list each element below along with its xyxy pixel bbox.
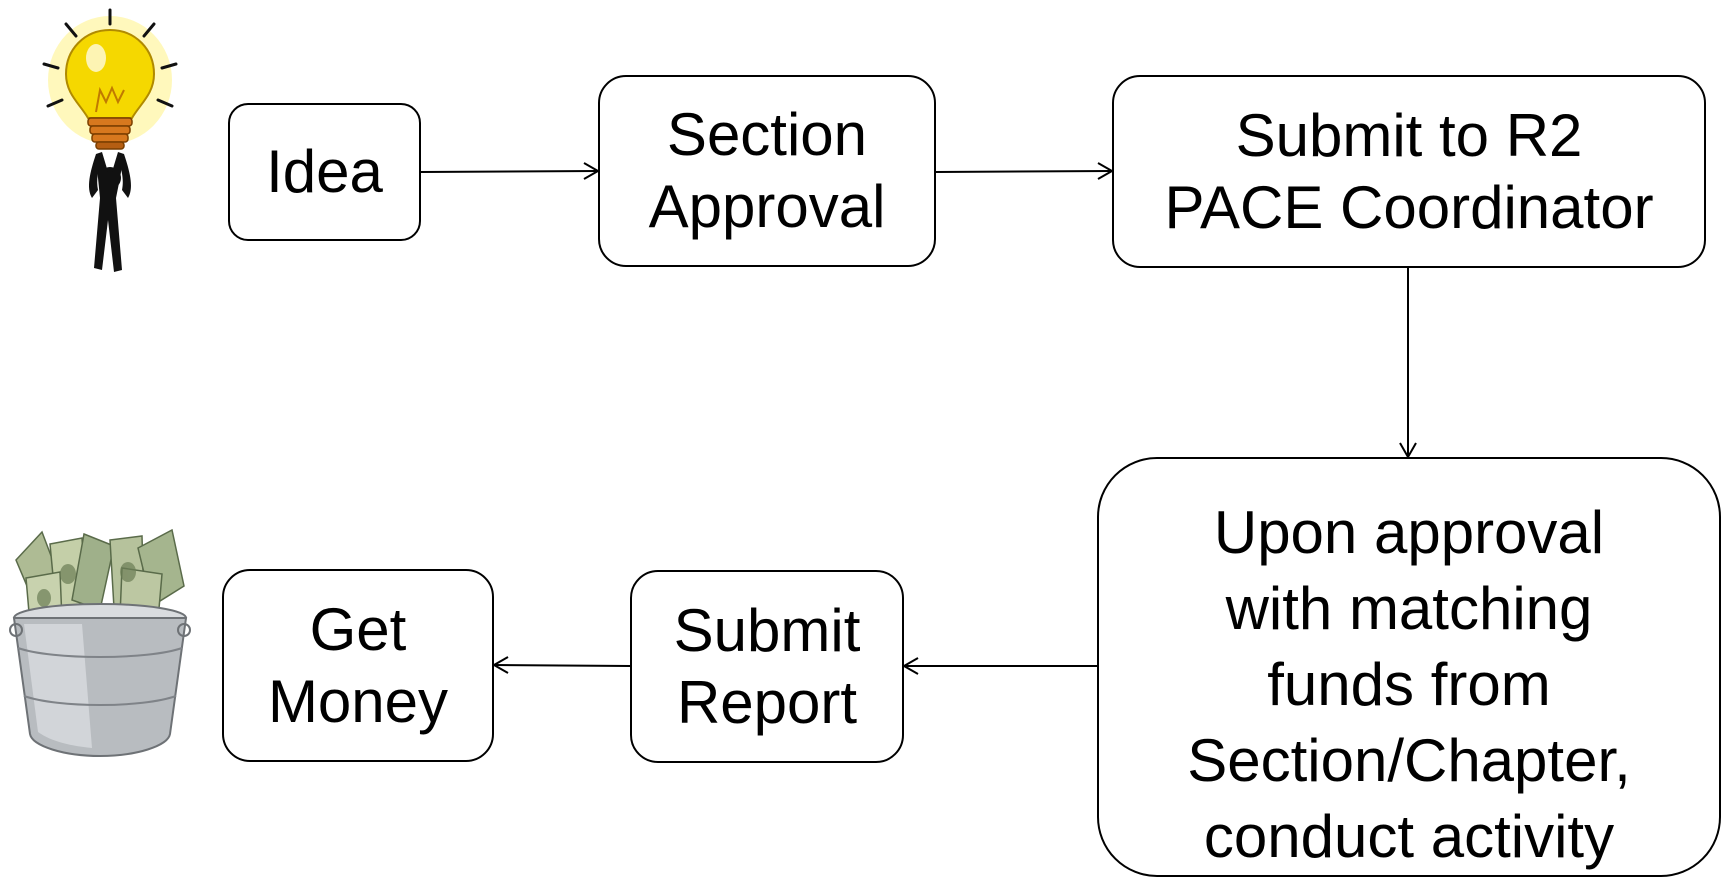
node-section-approval-label: Section Approval <box>649 99 886 243</box>
node-submit-r2-line-2: PACE Coordinator <box>1164 173 1654 241</box>
lightbulb-person-icon <box>42 8 178 272</box>
node-section-approval-line-2: Approval <box>648 173 886 240</box>
node-section-approval: Section Approval <box>598 75 936 267</box>
edge-submit-r2-to-upon-approval <box>1399 268 1417 460</box>
money-bucket-icon <box>9 528 191 758</box>
node-get-money: Get Money <box>222 569 494 762</box>
node-upon-approval-line-2: with matching <box>1225 575 1593 642</box>
node-upon-approval-line-4: Section/Chapter, <box>1187 727 1631 794</box>
node-upon-approval-line-1: Upon approval <box>1213 499 1605 566</box>
edge-submit-report-to-get-money <box>491 656 631 674</box>
node-idea-label: Idea <box>266 136 383 208</box>
node-get-money-label: Get Money <box>268 594 448 738</box>
node-get-money-line-1: Get <box>309 595 407 663</box>
node-section-approval-line-1: Section <box>666 101 868 168</box>
node-idea: Idea <box>228 103 421 241</box>
edge-idea-to-section-approval <box>420 162 601 180</box>
node-submit-r2: Submit to R2 PACE Coordinator <box>1112 75 1706 268</box>
node-submit-report-line-2: Report <box>676 668 858 736</box>
node-submit-report: Submit Report <box>630 570 904 763</box>
node-upon-approval: Upon approval with matching funds from S… <box>1097 457 1721 877</box>
node-submit-report-line-1: Submit <box>673 596 861 664</box>
node-idea-line-1: Idea <box>266 138 383 205</box>
node-upon-approval-line-3: funds from <box>1267 651 1551 718</box>
edge-upon-approval-to-submit-report <box>901 657 1097 675</box>
node-submit-r2-label: Submit to R2 PACE Coordinator <box>1164 100 1653 244</box>
node-submit-r2-line-1: Submit to R2 <box>1235 101 1583 169</box>
node-get-money-line-2: Money <box>267 667 449 735</box>
node-submit-report-label: Submit Report <box>674 595 861 739</box>
node-upon-approval-line-5: conduct activity <box>1203 803 1615 870</box>
edge-section-approval-to-submit-r2 <box>935 162 1115 180</box>
node-upon-approval-label: Upon approval with matching funds from S… <box>1187 495 1631 875</box>
